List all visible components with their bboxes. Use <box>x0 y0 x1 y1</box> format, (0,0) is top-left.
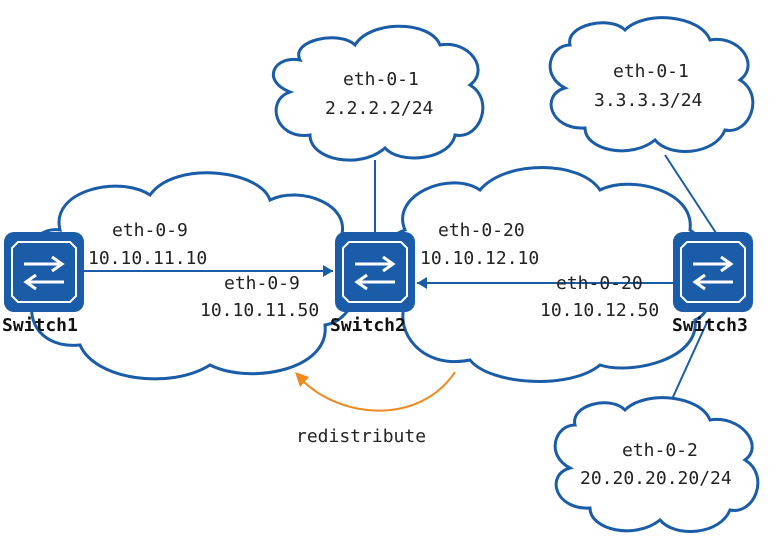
sw1-interface-label: eth-0-9 <box>112 220 188 241</box>
switch3-icon[interactable] <box>671 230 755 314</box>
sw3-loopback-bottom-interface-label: eth-0-2 <box>622 440 698 461</box>
sw3-loopback-top-ip-label: 3.3.3.3/24 <box>594 90 702 111</box>
cloud-left-network <box>24 171 362 381</box>
switch2-icon[interactable] <box>333 230 417 314</box>
cloud-middle-network <box>379 166 715 383</box>
arrowhead-into-sw2-icon <box>323 265 333 277</box>
arrowhead-from-sw2-icon <box>417 277 427 289</box>
sw3-ip-label: 10.10.12.50 <box>540 300 659 321</box>
cloud-sw3-loopback-top <box>548 16 755 153</box>
switch1-label: Switch1 <box>2 315 78 336</box>
cloud-sw2-loopback <box>271 24 485 162</box>
sw2-left-interface-label: eth-0-9 <box>224 273 300 294</box>
switch1-icon[interactable] <box>2 230 86 314</box>
link-sw3-top-cloud <box>664 154 719 237</box>
sw3-loopback-top-interface-label: eth-0-1 <box>613 61 689 82</box>
sw2-right-interface-label: eth-0-20 <box>438 220 525 241</box>
sw2-left-ip-label: 10.10.11.50 <box>200 300 319 321</box>
redistribute-arrowhead-icon <box>295 372 309 387</box>
sw2-loopback-interface-label: eth-0-1 <box>343 69 419 90</box>
sw3-loopback-bottom-ip-label: 20.20.20.20/24 <box>580 468 732 489</box>
switch2-label: Switch2 <box>330 315 406 336</box>
redistribute-arrow-icon <box>299 371 456 412</box>
cloud-sw3-loopback-bottom <box>553 396 760 533</box>
sw2-right-ip-label: 10.10.12.10 <box>420 248 539 269</box>
sw2-loopback-ip-label: 2.2.2.2/24 <box>325 98 433 119</box>
sw3-interface-label: eth-0-20 <box>556 273 643 294</box>
switch3-label: Switch3 <box>672 315 748 336</box>
redistribute-label: redistribute <box>296 426 426 447</box>
sw1-ip-label: 10.10.11.10 <box>88 248 207 269</box>
link-sw3-bottom-cloud <box>667 319 709 409</box>
